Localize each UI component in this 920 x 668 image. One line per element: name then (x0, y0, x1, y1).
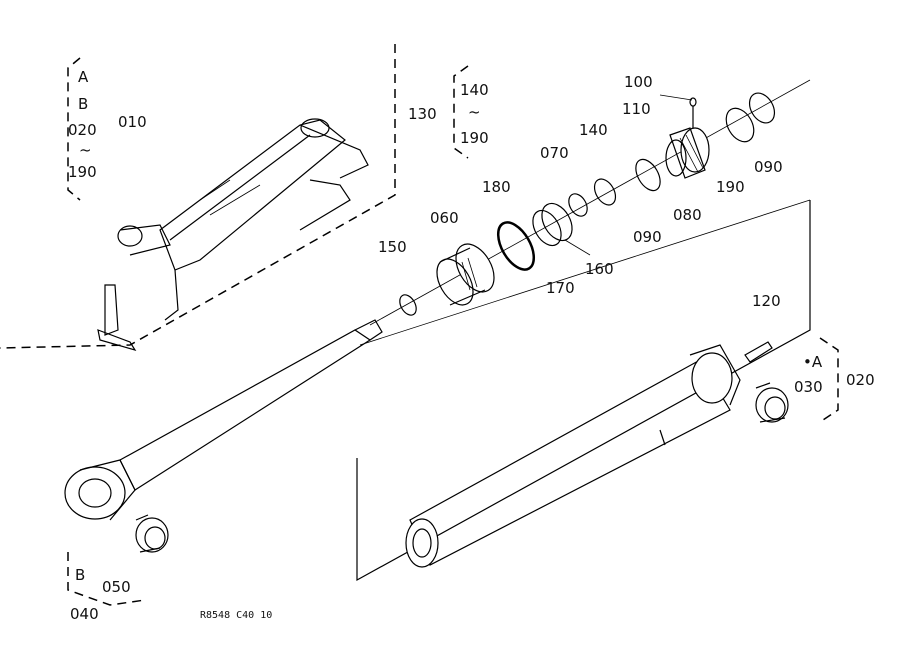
piston-rod (64, 319, 383, 521)
callout-range-mid-tilde: ~ (468, 103, 481, 121)
cylinder-tube (405, 344, 741, 568)
range-bracket-left (67, 57, 81, 201)
callout-180: 180 (482, 178, 511, 196)
callout-050: 050 (102, 578, 131, 596)
callout-100: 100 (624, 73, 653, 91)
boom-arm (97, 118, 369, 352)
callout-a: •A (803, 353, 823, 371)
nut-150 (399, 294, 417, 316)
callout-range-top-tilde: ~ (79, 141, 92, 159)
callout-030: 030 (794, 378, 823, 396)
callout-150: 150 (378, 238, 407, 256)
callout-140: 140 (579, 121, 608, 139)
o-ring-180 (496, 221, 536, 271)
nut-070 (568, 193, 588, 217)
leader-100 (659, 94, 693, 101)
dust-seal-right (748, 92, 776, 124)
grease-nipple-120 (744, 341, 773, 363)
callout-range-top-190: 190 (68, 163, 97, 181)
boom-group-boundary (0, 44, 396, 349)
callout-range-mid-140: 140 (460, 81, 489, 99)
callout-040: 040 (70, 605, 99, 623)
cylinder-head (665, 127, 710, 179)
callout-range-top-b: B (78, 95, 89, 113)
callout-120: 120 (752, 292, 781, 310)
bushing-030 (755, 382, 789, 423)
seal-140 (593, 178, 617, 206)
callout-b: B (75, 566, 86, 584)
range-bracket-right (819, 337, 839, 423)
range-bracket-bottom (67, 552, 146, 606)
callout-060: 060 (430, 209, 459, 227)
callout-range-top-a: A (78, 68, 89, 86)
bushing-050 (135, 514, 169, 553)
drawing-code: R8548 C40 10 (200, 610, 273, 621)
callout-110: 110 (622, 100, 651, 118)
ring-170 (532, 209, 562, 247)
piston-060 (436, 243, 495, 306)
callout-160: 160 (585, 260, 614, 278)
bolt-head (689, 97, 697, 107)
callout-range-top-020: 020 (68, 121, 97, 139)
callout-020: 020 (846, 371, 875, 389)
callout-090-mid: 090 (633, 228, 662, 246)
callout-range-mid-190: 190 (460, 129, 489, 147)
callout-090-right: 090 (754, 158, 783, 176)
piston-ring-080 (635, 158, 661, 192)
callout-080: 080 (673, 206, 702, 224)
ring-160 (541, 202, 573, 242)
callout-170: 170 (546, 279, 575, 297)
cylinder-tube-outline (356, 200, 811, 582)
range-bracket-mid (453, 65, 469, 159)
ring-090-right (725, 107, 755, 143)
callout-010: 010 (118, 113, 147, 131)
callout-190: 190 (716, 178, 745, 196)
callout-130: 130 (408, 105, 437, 123)
assembly-axis (369, 79, 811, 326)
callout-070: 070 (540, 144, 569, 162)
